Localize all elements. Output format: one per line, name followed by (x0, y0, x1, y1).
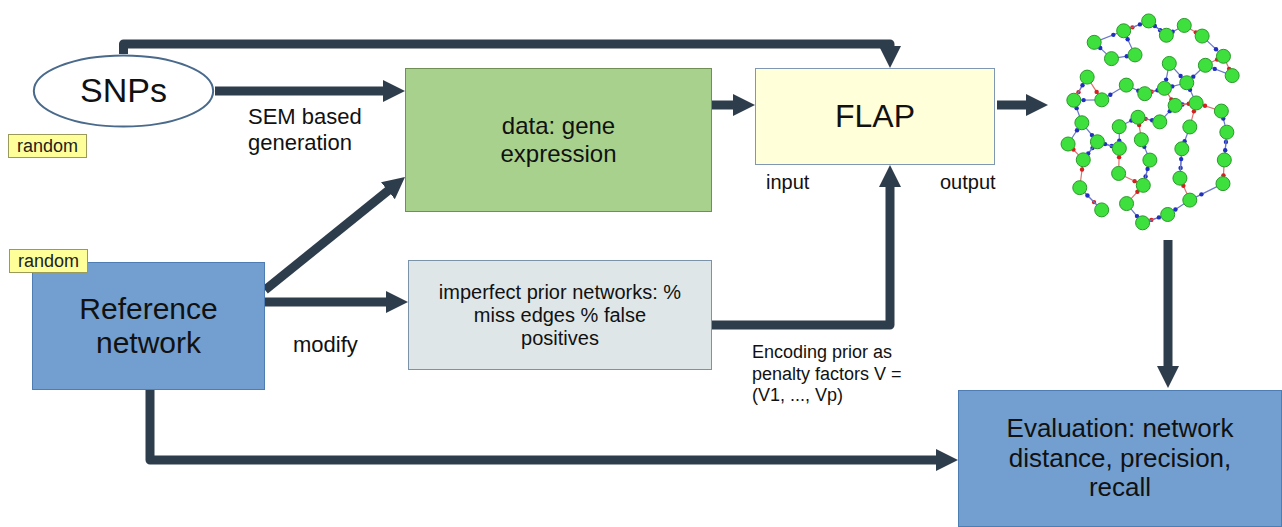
network-gene (1216, 49, 1230, 63)
network-gene (1183, 120, 1197, 134)
network-gene (1175, 142, 1189, 156)
network-gene (1117, 24, 1131, 38)
network-gene (1157, 81, 1171, 95)
network-gene (1159, 28, 1173, 42)
network-gene (1061, 137, 1075, 151)
network-gene (1134, 133, 1148, 147)
network-gene (1119, 78, 1133, 92)
node-text: data: gene expression (464, 112, 654, 167)
network-gene (1173, 171, 1187, 185)
network-gene (1198, 58, 1212, 72)
link-head (1081, 98, 1085, 102)
node-text: Evaluation: network distance, precision,… (1004, 414, 1236, 504)
network-gene (1112, 166, 1126, 180)
port-label: output (940, 170, 996, 194)
network-gene (1217, 153, 1231, 167)
node-text: SNPs (80, 71, 167, 110)
network-gene (1214, 104, 1228, 118)
edge-label: modify (293, 332, 358, 358)
link-head (1111, 33, 1115, 37)
network-gene (1076, 153, 1090, 167)
network-gene (1220, 125, 1234, 139)
connector-arrow (265, 298, 396, 307)
network-gene (1104, 52, 1118, 66)
node-text: imperfect prior networks: % miss edges %… (435, 281, 685, 350)
network-gene (1120, 197, 1134, 211)
edge-label: SEM based generation (248, 104, 408, 157)
network-gene (1142, 14, 1156, 28)
output-arrow (997, 101, 1036, 110)
link-head (1108, 92, 1112, 96)
network-gene (1075, 116, 1089, 130)
network-gene (1067, 93, 1081, 107)
network-gene (1189, 96, 1203, 110)
link-head (1085, 193, 1089, 197)
ellipse-line (34, 55, 213, 126)
network-gene (1095, 93, 1109, 107)
reference-box: Reference networkrandom (32, 262, 265, 390)
edge-label: Encoding prior as penalty factors V = (V… (752, 342, 932, 407)
prior-box: imperfect prior networks: % miss edges %… (408, 260, 712, 370)
network-gene (1177, 18, 1191, 32)
port-label: input (766, 170, 809, 194)
network-gene (1090, 135, 1104, 149)
network-gene (1136, 178, 1150, 192)
network-gene (1153, 115, 1167, 129)
method-box: FLAP (755, 68, 995, 165)
link-head (1223, 148, 1227, 152)
network-gene (1073, 181, 1087, 195)
network-gene (1168, 98, 1182, 112)
link-head (1179, 157, 1183, 161)
link-head (1132, 179, 1136, 183)
network-gene (1225, 69, 1239, 83)
network-gene (1087, 35, 1101, 49)
network-gene (1136, 216, 1150, 230)
connector-arrow (712, 177, 890, 325)
network-gene (1128, 48, 1142, 62)
link-head (1213, 67, 1217, 71)
snp-ellipse: SNPsrandom (32, 54, 215, 128)
connector-arrow (265, 185, 396, 291)
connector-arrow (124, 44, 891, 56)
network-gene (1180, 76, 1194, 90)
network-gene (1112, 141, 1126, 155)
random-tag: random (9, 249, 88, 273)
network-gene (1080, 70, 1094, 84)
connector-arrow (712, 101, 743, 110)
node-text: Reference network (46, 292, 251, 361)
network-gene (1138, 87, 1152, 101)
link-head (1199, 192, 1203, 196)
data-box: data: gene expression (405, 68, 712, 212)
evaluate-arrow (1164, 240, 1173, 376)
link-head (1214, 47, 1218, 51)
network-gene (1143, 153, 1157, 167)
node-text: FLAP (835, 98, 915, 135)
network-gene (1183, 193, 1197, 207)
link-head (1080, 167, 1084, 171)
evaluation-box: Evaluation: network distance, precision,… (958, 390, 1282, 527)
random-tag: random (8, 134, 87, 158)
connector-arrow (215, 87, 393, 96)
network-gene (1195, 29, 1209, 43)
network-gene (1161, 207, 1175, 221)
network-gene (1095, 203, 1109, 217)
network-gene (1216, 177, 1230, 191)
network-gene (1112, 120, 1126, 134)
network-gene (1131, 110, 1145, 124)
network-gene (1162, 56, 1176, 70)
